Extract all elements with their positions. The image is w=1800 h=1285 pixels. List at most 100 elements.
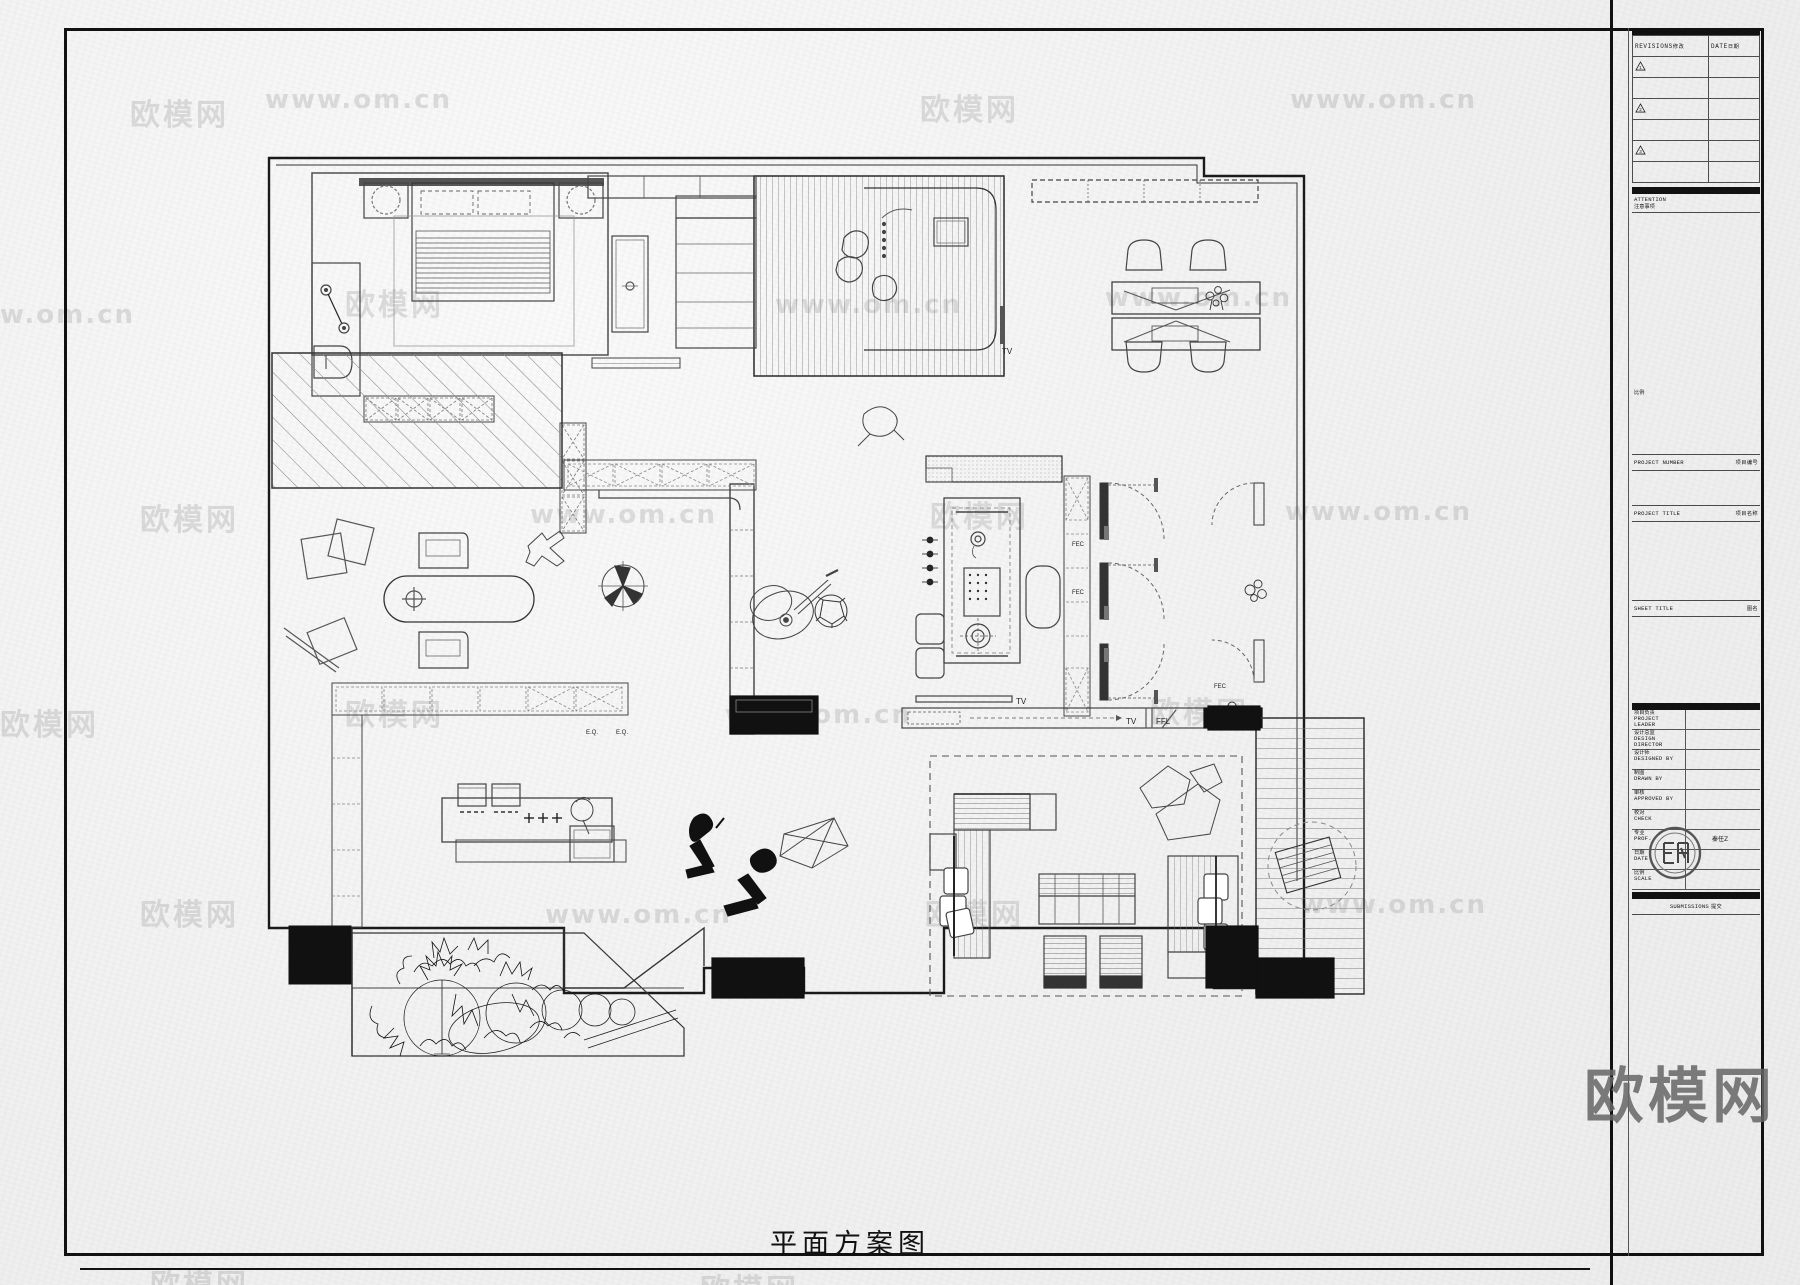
signature-label-cn: 审核	[1634, 790, 1645, 796]
signature-label-design-director: 设计总监 DESIGN DIRECTOR	[1632, 730, 1686, 749]
signature-grid: 项目负责 PROJECT LEADER 设计总监 DESIGN DIRECTOR…	[1632, 710, 1760, 890]
revision-date-cell[interactable]	[1708, 140, 1760, 162]
signature-value-approved-by[interactable]	[1686, 790, 1760, 809]
signature-value-drawn-by[interactable]	[1686, 770, 1760, 789]
signature-label-cn: 日期	[1634, 850, 1645, 856]
revision-row[interactable]: 2	[1632, 98, 1760, 120]
project-number-value[interactable]	[1632, 471, 1760, 505]
svg-text:1: 1	[1639, 65, 1642, 71]
label-eq2: E.Q.	[616, 730, 628, 736]
scale-spacer	[1632, 396, 1760, 454]
revision-marker-cell: 1	[1632, 56, 1709, 78]
attention-block: ATTENTION 注意事项	[1632, 194, 1760, 211]
project-title-value[interactable]	[1632, 522, 1760, 600]
revision-date-cell[interactable]	[1708, 56, 1760, 78]
scale-mark-label: 比例	[1634, 390, 1645, 396]
signature-row-date[interactable]: 日期 DATE	[1632, 850, 1760, 870]
signature-label-cn: 校对	[1634, 810, 1645, 816]
signature-label-en: DESIGN DIRECTOR	[1634, 735, 1663, 749]
signature-label-check: 校对 CHECK	[1632, 810, 1686, 829]
project-title-row: PROJECT TITLE 项目名称	[1632, 506, 1760, 521]
signature-row-project-leader[interactable]: 项目负责 PROJECT LEADER	[1632, 710, 1760, 730]
submissions-label: SUBMISSIONS	[1669, 903, 1709, 910]
signature-label-en: PROJECT LEADER	[1634, 715, 1659, 729]
project-number-label: PROJECT NUMBER	[1634, 459, 1684, 466]
sheet-border	[64, 28, 1764, 1256]
svg-text:2: 2	[1639, 107, 1642, 113]
date-label-cn: 日期	[1727, 43, 1740, 50]
label-tv-media: TV	[1002, 347, 1013, 356]
signature-label-scale: 比例 SCALE	[1632, 870, 1686, 889]
sheet-title-row: SHEET TITLE 图名	[1632, 601, 1760, 616]
signature-top-bar	[1632, 703, 1760, 710]
revisions-table: REVISIONS修改 DATE日期 1 2	[1632, 35, 1760, 183]
signature-label-project-leader: 项目负责 PROJECT LEADER	[1632, 710, 1686, 729]
signature-row-approved-by[interactable]: 审核 APPROVED BY	[1632, 790, 1760, 810]
label-ffl: FFL	[1156, 717, 1171, 726]
attention-rule	[1632, 212, 1760, 213]
sheet-title-label-cn: 图名	[1746, 606, 1758, 612]
signature-row-prof[interactable]: 专业 PROF. 秦任Z	[1632, 830, 1760, 850]
revision-marker-cell: 2	[1632, 98, 1709, 120]
revision-triangle-icon: 1	[1635, 61, 1646, 71]
signature-label-cn: 设计总监	[1634, 730, 1655, 736]
signature-value-design-director[interactable]	[1686, 730, 1760, 749]
attention-notes-area[interactable]	[1632, 213, 1760, 389]
svg-text:3: 3	[1639, 149, 1642, 155]
floor-plan-drawing: TV TV TV FFL FEC FEC FEC E.Q. E.Q.	[64, 28, 1610, 1256]
label-tv-living: TV	[1126, 717, 1137, 726]
signature-label-en: PROF.	[1634, 835, 1652, 843]
date-label: DATE	[1711, 42, 1728, 50]
project-number-label-cn: 项目编号	[1735, 460, 1758, 466]
project-title-rule-top	[1632, 505, 1760, 506]
titleblock-divider	[1610, 0, 1613, 1285]
signature-label-designed-by: 设计师 DESIGNED BY	[1632, 750, 1686, 769]
titleblock-inner-divider	[1628, 28, 1629, 1256]
revision-row[interactable]	[1632, 119, 1760, 141]
attention-label: ATTENTION	[1634, 196, 1667, 203]
revision-date-cell[interactable]	[1708, 161, 1760, 183]
revision-row[interactable]: 1	[1632, 56, 1760, 78]
project-number-rule-bottom	[1632, 470, 1760, 471]
signature-label-cn: 制图	[1634, 770, 1645, 776]
signature-label-cn: 设计师	[1634, 750, 1650, 756]
sheet-title-rule-top	[1632, 600, 1760, 601]
attention-label-cn: 注意事项	[1634, 204, 1655, 210]
drawing-title: 平面方案图	[770, 1229, 930, 1260]
signature-label-en: APPROVED BY	[1634, 795, 1674, 803]
signature-value-project-leader[interactable]	[1686, 710, 1760, 729]
revision-row[interactable]	[1632, 77, 1760, 99]
signature-label-approved-by: 审核 APPROVED BY	[1632, 790, 1686, 809]
signature-row-designed-by[interactable]: 设计师 DESIGNED BY	[1632, 750, 1760, 770]
signature-row-drawn-by[interactable]: 制图 DRAWN BY	[1632, 770, 1760, 790]
signature-label-en: DATE	[1634, 855, 1649, 863]
scale-mark-block: 比例	[1632, 389, 1760, 396]
revision-blank-cell	[1632, 77, 1709, 99]
submissions-label-cn: 提交	[1710, 904, 1723, 910]
revision-row[interactable]	[1632, 161, 1760, 183]
revision-triangle-icon: 2	[1635, 103, 1646, 113]
signature-value-designed-by[interactable]	[1686, 750, 1760, 769]
revision-date-cell[interactable]	[1708, 77, 1760, 99]
revisions-header-row: REVISIONS修改 DATE日期	[1632, 35, 1760, 57]
signature-label-date: 日期 DATE	[1632, 850, 1686, 869]
signature-row-design-director[interactable]: 设计总监 DESIGN DIRECTOR	[1632, 730, 1760, 750]
attention-top-bar	[1632, 187, 1760, 194]
brand-watermark-large: 欧模网	[1584, 1062, 1776, 1132]
sheet-title-value[interactable]	[1632, 617, 1760, 703]
revision-date-cell[interactable]	[1708, 119, 1760, 141]
revision-row[interactable]: 3	[1632, 140, 1760, 162]
signature-value-prof[interactable]: 秦任Z	[1712, 836, 1729, 843]
revision-date-cell[interactable]	[1708, 98, 1760, 120]
revisions-label-cn: 修改	[1672, 43, 1685, 50]
project-number-row: PROJECT NUMBER 项目编号	[1632, 455, 1760, 470]
project-title-label: PROJECT TITLE	[1634, 510, 1681, 517]
revisions-header-cell: REVISIONS修改	[1632, 35, 1709, 57]
label-fec-2: FEC	[1072, 590, 1085, 596]
label-eq: E.Q.	[586, 730, 598, 736]
signature-row-check[interactable]: 校对 CHECK	[1632, 810, 1760, 830]
signature-label-cn: 比例	[1634, 870, 1645, 876]
sheet-title-rule-bottom	[1632, 616, 1760, 617]
signature-label-en: DRAWN BY	[1634, 775, 1663, 783]
signature-row-scale[interactable]: 比例 SCALE	[1632, 870, 1760, 890]
